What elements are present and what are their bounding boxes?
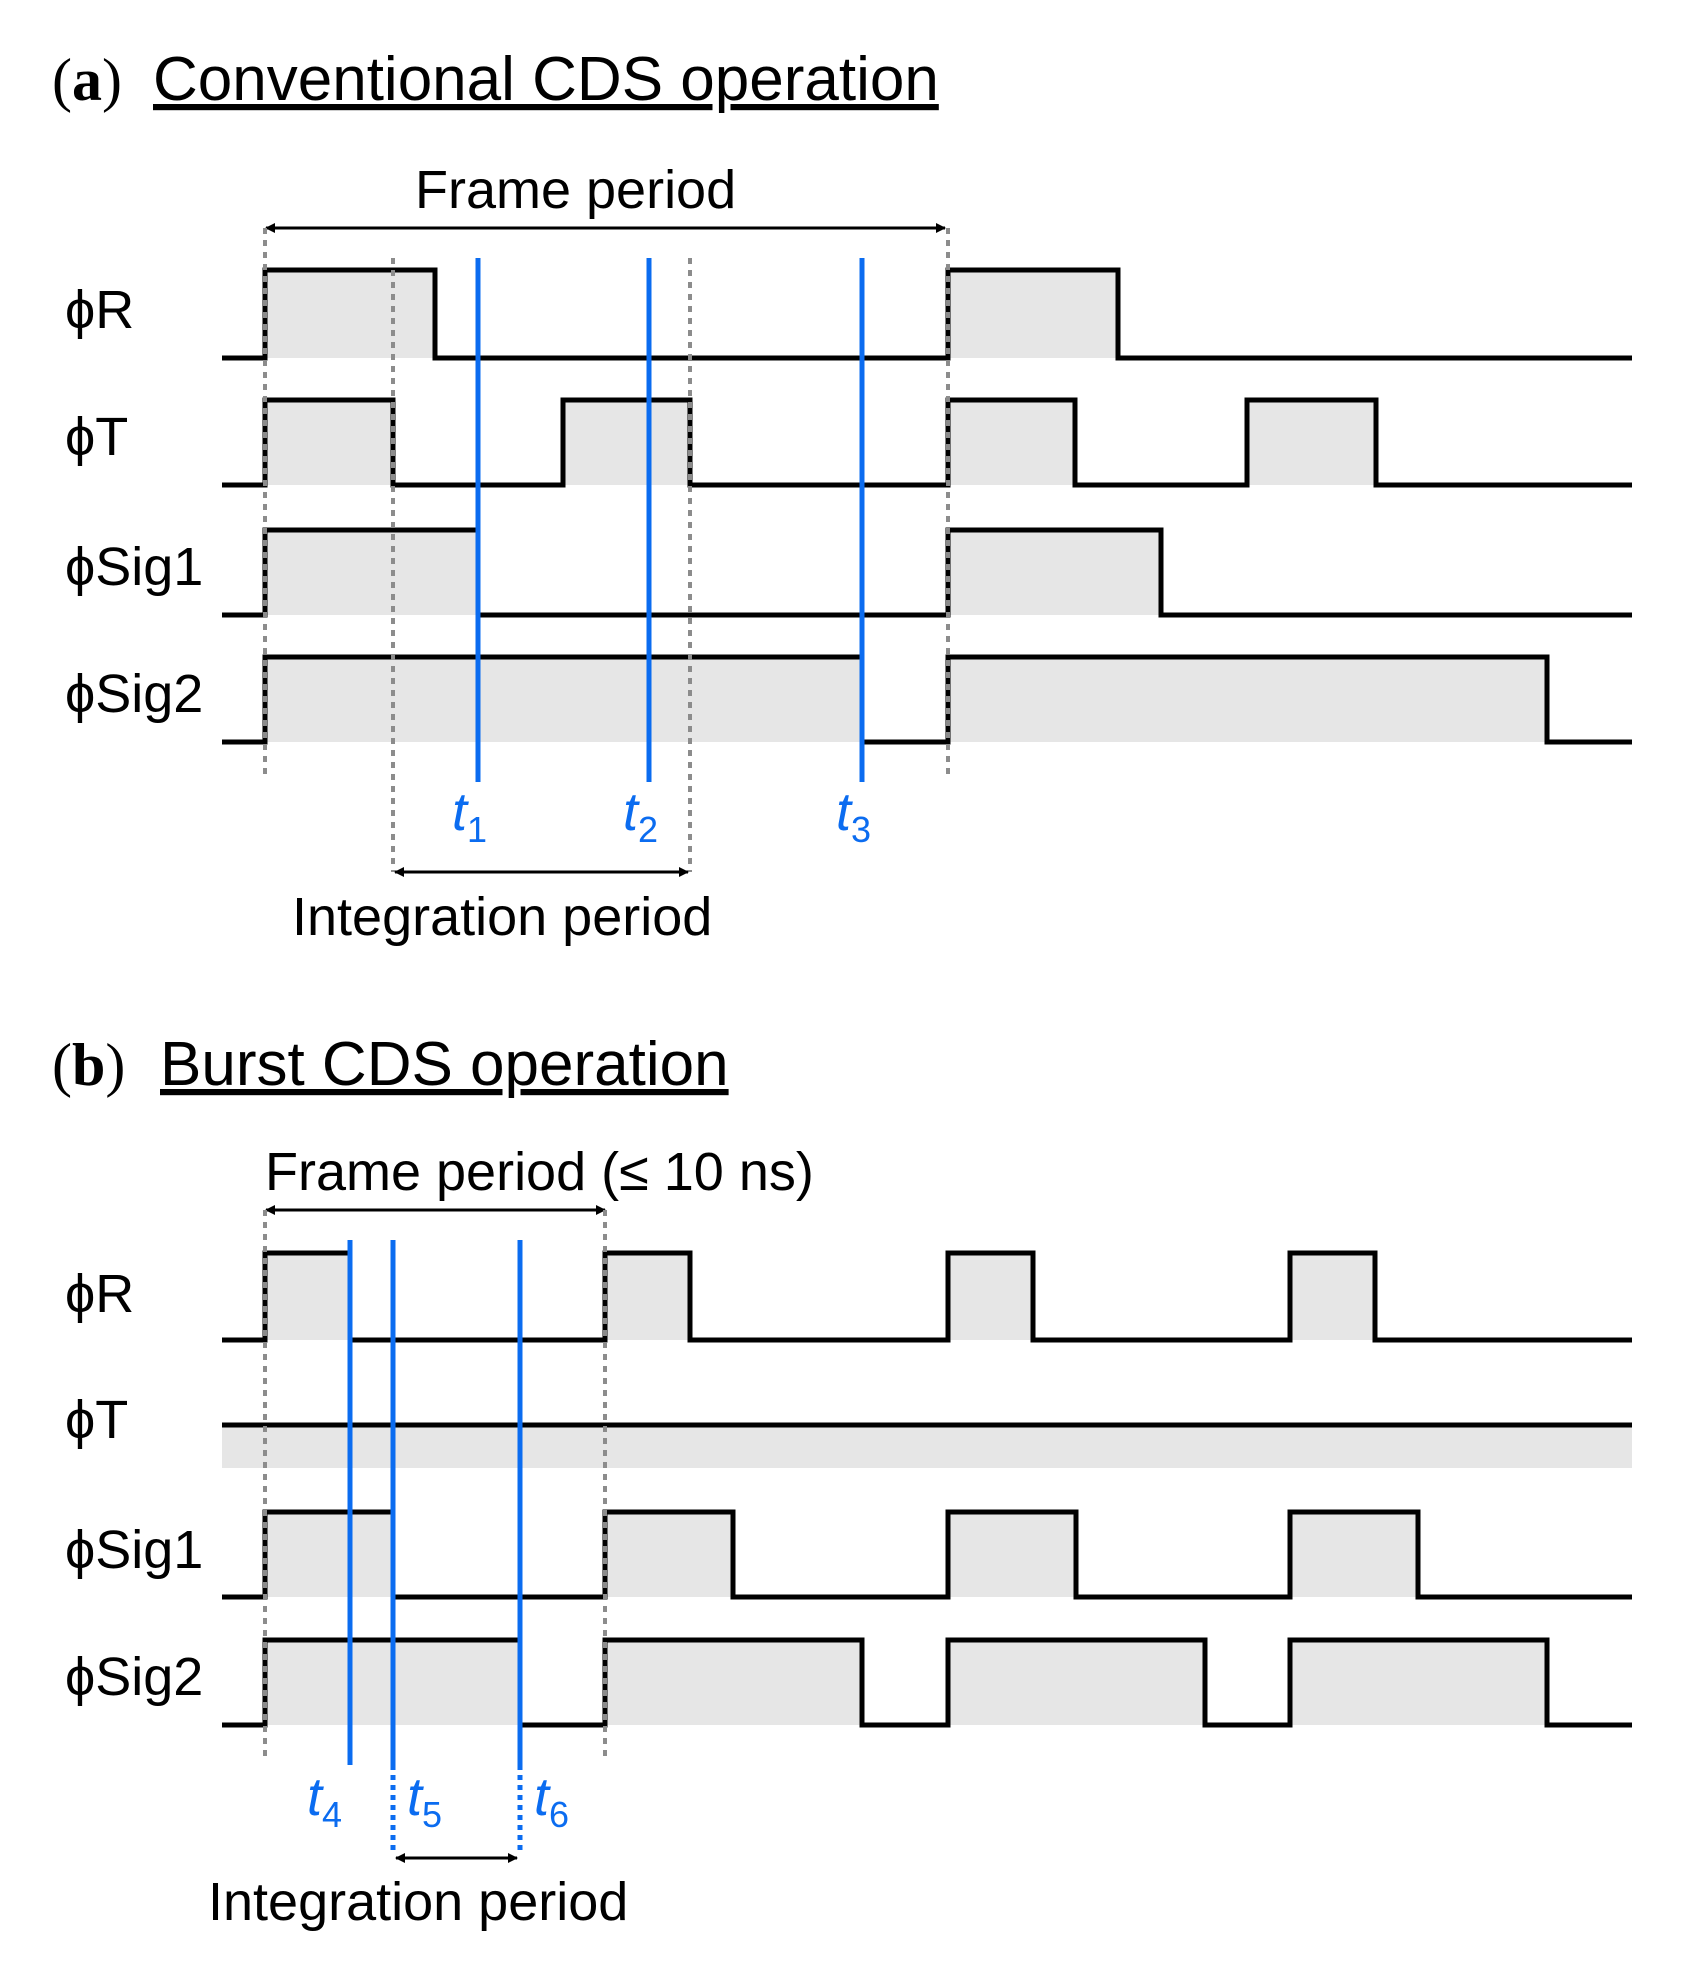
panel-b-label-t6: t6 <box>534 1767 569 1835</box>
panel-a-wave-phiSig1 <box>222 527 1632 618</box>
panel-b: (b) Burst CDS operation Frame period (≤ … <box>52 1030 1632 1932</box>
panel-a-wave-phiT <box>222 397 1632 488</box>
panel-b-wave-phiT <box>222 1422 1632 1468</box>
panel-b-label-phiSig2: ϕSig2 <box>65 1647 203 1707</box>
panel-a-label-phiR: ϕR <box>65 280 134 340</box>
panel-a-label-t2: t2 <box>623 782 658 850</box>
panel-b-wave-phiSig2 <box>222 1637 1632 1728</box>
panel-a-integration-label: Integration period <box>292 887 712 947</box>
panel-a-tag: (a) <box>52 47 122 113</box>
panel-b-label-phiSig1: ϕSig1 <box>65 1520 203 1580</box>
panel-b-frame-label: Frame period (≤ 10 ns) <box>265 1142 814 1202</box>
panel-a-title: Conventional CDS operation <box>153 45 939 114</box>
panel-a: (a) Conventional CDS operation Frame per… <box>52 45 1632 947</box>
panel-b-integration-label: Integration period <box>208 1872 628 1932</box>
panel-a-wave-phiR <box>222 267 1632 361</box>
panel-b-label-t5: t5 <box>407 1767 442 1835</box>
panel-a-wave-phiSig2 <box>222 654 1632 745</box>
panel-b-wave-phiSig1 <box>222 1509 1632 1600</box>
panel-a-label-phiSig2: ϕSig2 <box>65 664 203 724</box>
panel-b-title: Burst CDS operation <box>160 1030 729 1099</box>
panel-a-frame-label: Frame period <box>415 160 736 220</box>
panel-a-label-phiT: ϕT <box>65 407 128 467</box>
panel-b-wave-phiR <box>222 1250 1632 1343</box>
panel-a-label-t1: t1 <box>452 782 487 850</box>
panel-a-label-phiSig1: ϕSig1 <box>65 537 203 597</box>
panel-b-label-phiT: ϕT <box>65 1390 128 1450</box>
panel-b-label-phiR: ϕR <box>65 1264 134 1324</box>
panel-b-label-t4: t4 <box>307 1767 342 1835</box>
panel-a-label-t3: t3 <box>836 782 871 850</box>
panel-b-tag: (b) <box>52 1032 125 1098</box>
